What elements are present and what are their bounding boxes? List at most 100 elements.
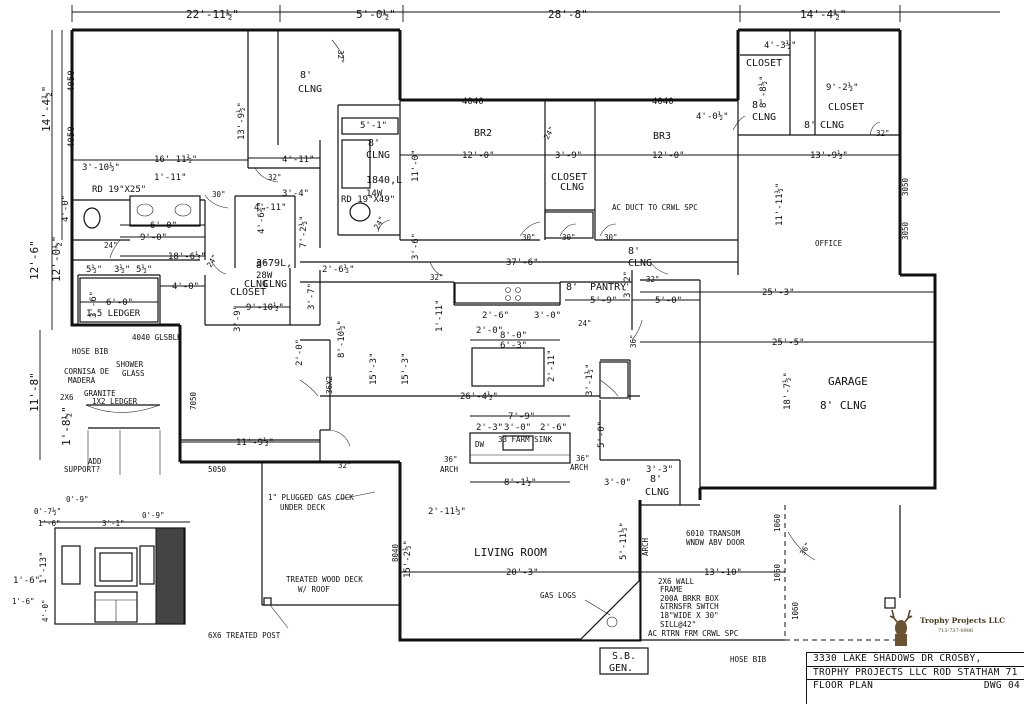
dimension-label: 4'-6¾": [257, 201, 267, 234]
closet-br2: CLOSET: [551, 172, 587, 183]
company-logo: Trophy Projects LLC 713-737-0986: [884, 606, 1005, 650]
dim-top-3: 28'-8": [548, 8, 588, 21]
interior-dimensions: 16'-11½" 13'-9½" 4'-11" 5'-1" 12'-0" 12'…: [13, 40, 935, 586]
dimension-label: 25'-5": [772, 338, 805, 348]
dim-top-1: 22'-11½": [186, 8, 239, 21]
dimension-label: 6'-0": [106, 298, 133, 308]
room-garage: GARAGE: [828, 375, 868, 388]
dimension-label: 2'-11": [547, 349, 557, 382]
dimension-label: 8'-10½": [336, 320, 347, 358]
note-h-1-6b: 1'-6": [12, 597, 35, 606]
kitchen-fixtures: DW 33 FARM SINK: [454, 211, 629, 464]
dimension-label: 3'-1½": [584, 363, 595, 396]
ceiling-a-2: CLNG: [298, 84, 322, 95]
note-36-1: 36": [444, 455, 458, 464]
dim-left-6: 11'-8": [28, 372, 41, 412]
dim-left-7: 1'-8½": [60, 406, 73, 446]
dimension-label: 1'-6": [13, 576, 40, 586]
ceiling-a-1: 8': [300, 70, 312, 81]
dimension-label: 11'-0": [411, 149, 421, 182]
dimension-label: 18'-7½": [782, 372, 793, 410]
note-ledger-15: 1.5 LEDGER: [86, 309, 141, 319]
dimension-label: 3'-0": [504, 423, 531, 433]
closet-mid-clng: CLNG: [244, 279, 268, 290]
note-32-b: 32": [876, 129, 890, 138]
note-1840l: 1840,L: [366, 175, 402, 186]
note-32-c: 32": [430, 273, 444, 282]
note-trnsfr: &TRNSFR SWTCH: [660, 602, 719, 611]
logo-phone: 713-737-0986: [938, 628, 974, 634]
dimension-label: 12'-0": [462, 151, 495, 161]
dimension-label: 26'-4½": [460, 391, 498, 402]
note-arch-1: ARCH: [440, 465, 459, 474]
note-32-d: 32": [646, 275, 660, 284]
note-h-0-7: 0'-7½": [34, 507, 61, 516]
deck-area: [261, 462, 400, 629]
note-30-a: 30": [212, 190, 226, 199]
window-label: 4040: [462, 97, 484, 107]
garage-ceiling: 8' CLNG: [820, 399, 866, 412]
window-label: 1060: [773, 513, 782, 532]
closet-br2-clng: CLNG: [560, 182, 584, 193]
ceiling-d-2: CLNG: [820, 120, 844, 131]
note-28w: 28W: [256, 271, 273, 281]
note-cornisa: CORNISA DE: [64, 367, 110, 376]
dimension-label: 1'-13": [39, 551, 49, 584]
dimension-label: 13'-10": [704, 568, 742, 578]
room-living: LIVING ROOM: [474, 546, 547, 559]
note-h-1-6: 1'-6": [38, 519, 61, 528]
ceiling-c-1: 8': [752, 100, 764, 111]
note-h-3-1: 3'-1": [102, 519, 125, 528]
note-3679l: 3679L,: [256, 258, 292, 269]
dimension-label: 8'-8½": [758, 75, 769, 108]
dimension-label: 11'-9½": [236, 437, 274, 448]
cabinet-elevation: [40, 521, 190, 625]
dimension-label: 37'-6": [506, 258, 539, 268]
dimension-label: 3'-9": [233, 305, 243, 332]
note-hose-bib-left: HOSE BIB: [72, 347, 109, 356]
note-support: SUPPORT?: [64, 465, 100, 474]
title-block: 3330 LAKE SHADOWS DR CROSBY, TROPHY PROJ…: [806, 652, 1024, 704]
dimension-label: 7'-2½": [298, 215, 309, 248]
dimension-label: 15'-3": [369, 352, 379, 385]
note-36-g: 36": [629, 334, 638, 348]
dimension-label: 3½": [114, 264, 130, 275]
note-2x6: 2X6: [60, 393, 74, 402]
window-label: 5050: [208, 465, 227, 474]
closet-tr-a: CLOSET: [746, 58, 782, 69]
dimension-label: 2'-6": [540, 423, 567, 433]
dimension-label: 12'-0": [652, 151, 685, 161]
note-ac-duct: AC DUCT TO CRWL SPC: [612, 203, 698, 212]
window-label: 7050: [189, 391, 198, 410]
room-closet-mid: CLOSET: [230, 287, 266, 298]
dimension-label: 8'-0": [500, 331, 527, 341]
fireplace: [578, 578, 641, 641]
dimension-label: 4'-0": [172, 282, 199, 292]
note-frame: FRAME: [660, 585, 683, 594]
dimension-label: 13'-9½": [236, 102, 247, 140]
dimension-label: 6'-3": [500, 341, 527, 351]
dimension-label: 7'-9": [508, 412, 535, 422]
dimension-label: 3'-4": [282, 189, 309, 199]
door-swings: [109, 39, 881, 561]
ceiling-f-1: 8': [256, 260, 268, 271]
dimension-label: 3'-7": [307, 283, 317, 310]
dimension-label: 5'-0": [655, 296, 682, 306]
dimension-label: 15'-3": [401, 352, 411, 385]
note-30-d: 30": [604, 233, 618, 242]
dimension-label: 16'-11½": [154, 154, 197, 165]
room-office: OFFICE: [815, 239, 843, 248]
shower-detail: [85, 404, 161, 475]
dimension-label: 18'-6½": [168, 251, 206, 262]
dimension-label: 3'-6": [411, 233, 421, 260]
note-24-b: 24": [205, 253, 220, 269]
note-ledger-1x2: 1X2 LEDGER: [92, 397, 138, 406]
ceiling-f-2: CLNG: [263, 279, 287, 290]
note-gas-cock: 1" PLUGGED GAS COCK: [268, 493, 354, 502]
dimension-label: 5'-9": [590, 296, 617, 306]
dimension-label: 5'-0": [597, 421, 607, 448]
note-brkr: 200A BRKR BOX: [660, 594, 719, 603]
dishwasher-label: DW: [475, 440, 485, 449]
dimension-label: 3'-0": [604, 478, 631, 488]
